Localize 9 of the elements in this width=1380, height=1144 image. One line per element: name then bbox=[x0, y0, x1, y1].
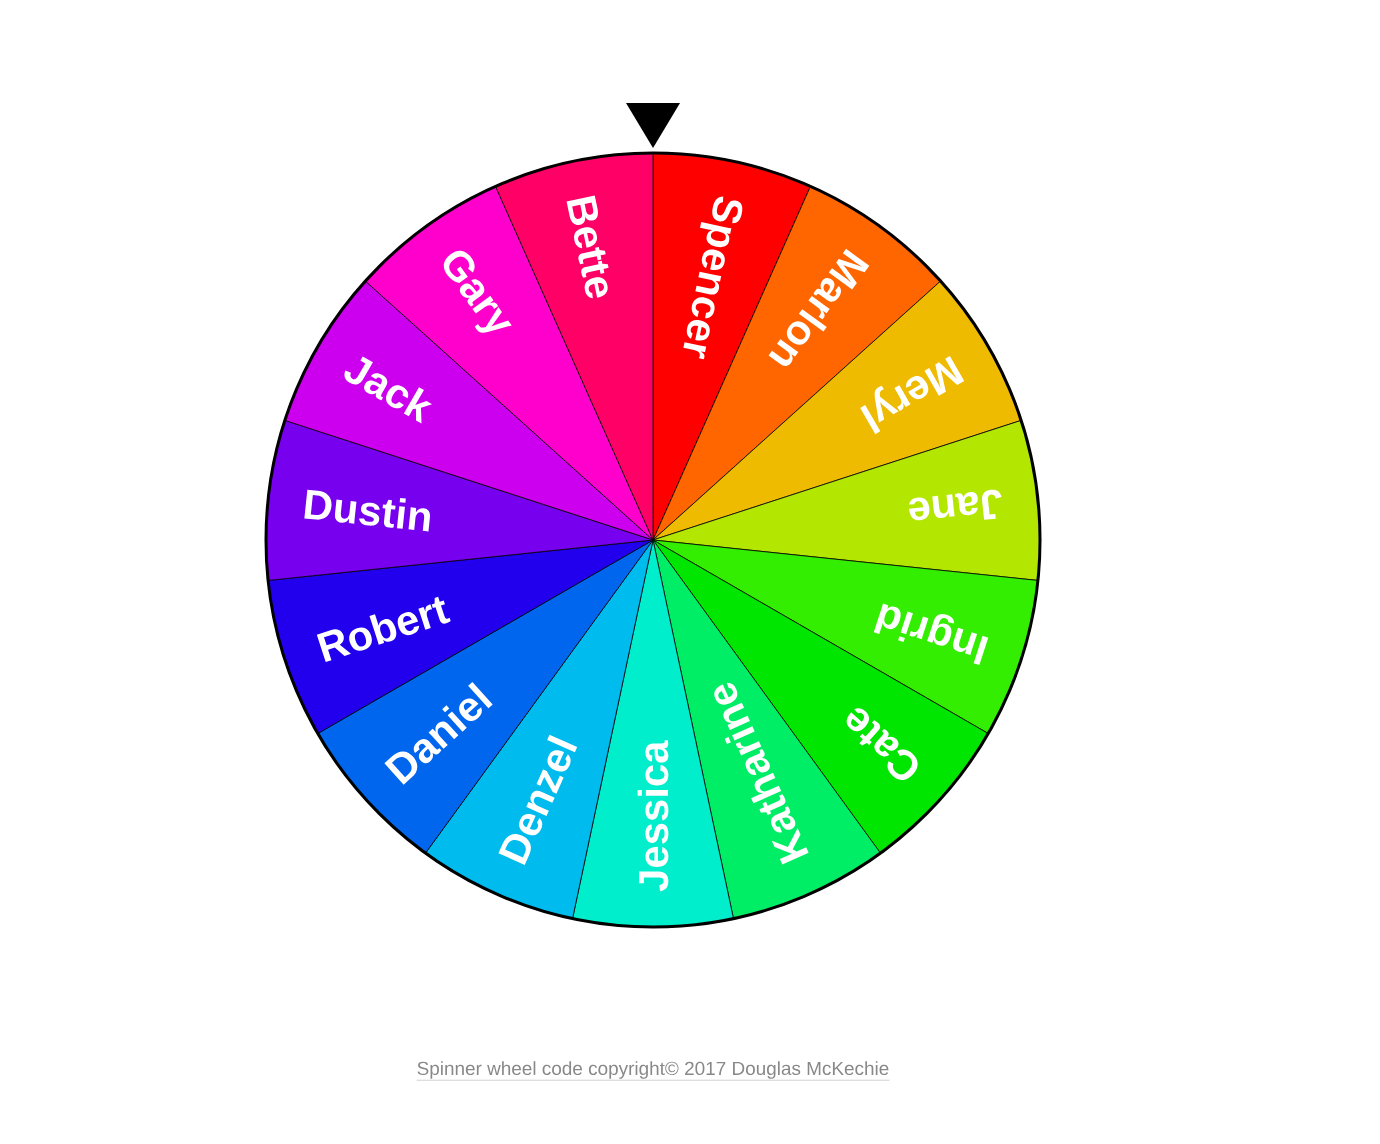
segment-label: Jane bbox=[908, 489, 1002, 521]
segment-label: Dustin bbox=[304, 489, 430, 532]
segment-label: Spencer bbox=[683, 196, 743, 360]
copyright-link: Spinner wheel code copyright© 2017 Douglas McKechie bbox=[416, 1061, 890, 1081]
segment-label: Bette bbox=[566, 195, 609, 299]
segment-label: Robert bbox=[316, 596, 451, 663]
segment-label: Jack bbox=[344, 356, 432, 424]
segment-label: Jessica bbox=[637, 740, 669, 892]
segment-label: Ingrid bbox=[873, 603, 989, 665]
